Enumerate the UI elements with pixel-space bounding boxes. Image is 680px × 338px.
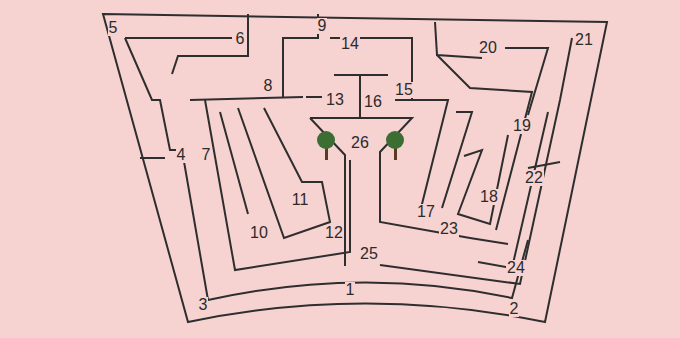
callout-number: 11	[291, 192, 310, 208]
callout-number: 21	[574, 32, 594, 48]
callout-number: 22	[524, 170, 544, 186]
callout-number: 16	[363, 94, 383, 110]
tree-illustration	[317, 131, 404, 160]
maze-walls	[103, 14, 607, 322]
callout-number: 13	[325, 92, 345, 108]
callout-number: 26	[350, 135, 370, 151]
callout-number: 17	[416, 204, 436, 220]
callout-number: 18	[479, 189, 499, 205]
callout-number: 2	[509, 301, 520, 317]
callout-number: 19	[512, 118, 532, 134]
callout-number: 3	[198, 297, 209, 313]
callout-number: 10	[249, 225, 269, 241]
callout-number: 4	[176, 147, 187, 163]
callout-number: 5	[108, 20, 119, 36]
callout-number: 1	[345, 282, 356, 298]
callout-number: 25	[359, 246, 379, 262]
callout-number: 14	[340, 36, 360, 52]
callout-number: 24	[506, 260, 526, 276]
callout-number: 9	[317, 18, 328, 34]
callout-number: 23	[439, 221, 459, 237]
callout-number: 15	[394, 82, 414, 98]
callout-number: 7	[201, 147, 212, 163]
callout-number: 12	[324, 225, 344, 241]
callout-number: 20	[478, 40, 498, 56]
callout-number: 6	[235, 31, 246, 47]
callout-number: 8	[263, 78, 274, 94]
